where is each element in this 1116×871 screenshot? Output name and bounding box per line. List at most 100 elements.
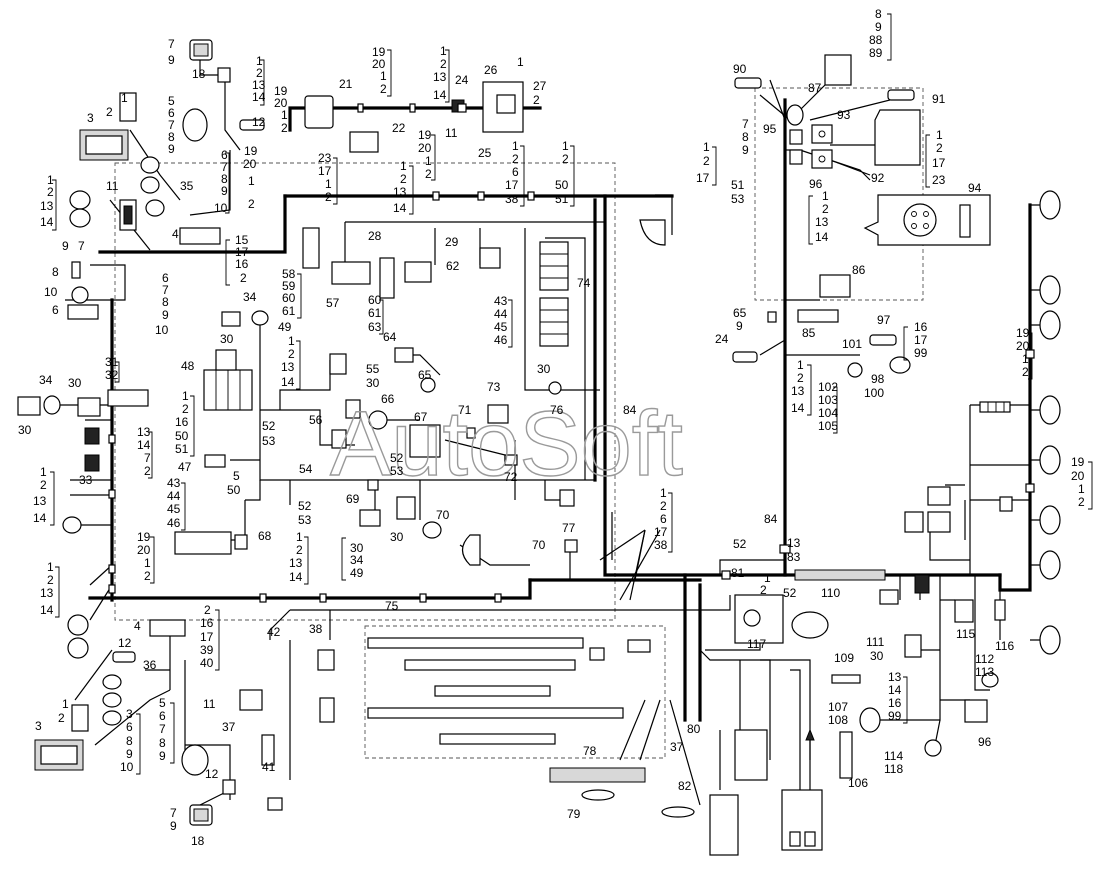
component-label: 111 [866, 635, 885, 649]
component-label: 2 [440, 57, 447, 71]
component-label: 7 [221, 160, 228, 174]
component-label: 2 [760, 583, 767, 597]
component-label: 31 [105, 355, 119, 369]
connector-30-34 [221, 311, 241, 327]
component-label: 14 [888, 683, 902, 697]
component-labels: 7918123567891213141267891035192012121314… [18, 7, 1085, 848]
component-label: 76 [550, 403, 564, 417]
component-label: 29 [445, 235, 459, 249]
component-label: 105 [818, 419, 838, 433]
component-label: 44 [167, 489, 181, 503]
component-label: 8 [52, 265, 59, 279]
component-label: 1 [182, 389, 189, 403]
component-label: 19 [1071, 455, 1085, 469]
component-label: 19 [372, 45, 386, 59]
component-label: 1 [512, 139, 519, 153]
component-label: 1 [325, 177, 332, 191]
component-label: 7 [78, 239, 85, 253]
component-label: 5 [159, 696, 166, 710]
switch-56a [345, 399, 361, 419]
component-label: 9 [221, 184, 228, 198]
component-label: 2 [144, 464, 151, 478]
component-label: 7 [144, 451, 151, 465]
component-label: 17 [654, 525, 668, 539]
component-label: 49 [278, 320, 292, 334]
component-label: 4 [134, 619, 141, 633]
component-label: 112 [975, 652, 994, 666]
component-label: 83 [787, 550, 801, 564]
component-label: 60 [282, 291, 296, 305]
connector-left-mid [62, 516, 82, 534]
component-label: 14 [289, 570, 303, 584]
component-label: 49 [350, 566, 364, 580]
component-label: 4 [172, 227, 179, 241]
connector-65-right [767, 311, 777, 323]
component-label: 30 [870, 649, 884, 663]
component-label: 88 [869, 33, 883, 47]
component-label: 1 [62, 697, 69, 711]
component-label: 106 [848, 776, 868, 790]
component-label: 99 [914, 346, 928, 360]
component-label: 96 [978, 735, 992, 749]
switch-30-left [77, 397, 101, 417]
component-label: 52 [298, 499, 312, 513]
sensor-101 [847, 362, 863, 378]
sensor-76 [548, 381, 562, 395]
component-label: 35 [180, 179, 194, 193]
component-label: 2 [204, 603, 211, 617]
component-label: 8 [168, 130, 175, 144]
component-label: 20 [274, 96, 288, 110]
component-label: 62 [446, 259, 460, 273]
component-label: 52 [390, 451, 404, 465]
sensor-31-32 [107, 389, 149, 407]
component-label: 9 [742, 143, 749, 157]
fuse-82 [661, 806, 695, 818]
central-panel [367, 637, 695, 818]
component-label: 6 [162, 271, 169, 285]
component-label: 14 [791, 401, 805, 415]
component-label: 107 [828, 700, 848, 714]
component-label: 1 [121, 91, 128, 105]
component-label: 1 [425, 154, 432, 168]
component-label: 7 [742, 117, 749, 131]
component-label: 2 [281, 121, 288, 135]
component-label: 13 [815, 215, 829, 229]
component-label: 63 [368, 320, 382, 334]
component-label: 34 [243, 290, 257, 304]
component-label: 100 [864, 386, 884, 400]
component-label: 1 [517, 55, 524, 69]
component-label: 13 [40, 199, 54, 213]
component-label: 2 [822, 202, 829, 216]
component-label: 2 [144, 569, 151, 583]
component-label: 116 [995, 639, 1014, 653]
component-label: 6 [221, 148, 228, 162]
component-label: 19 [137, 530, 151, 544]
component-label: 86 [852, 263, 866, 277]
switch-right-top [879, 589, 899, 605]
relay-box-bottom [734, 729, 768, 781]
component-label: 1 [256, 54, 263, 68]
component-label: 11 [203, 697, 216, 711]
component-label: 16 [888, 696, 902, 710]
junction-ticks [108, 103, 1035, 603]
component-label: 1 [1078, 482, 1085, 496]
component-label: 17 [235, 245, 249, 259]
component-label: 46 [494, 333, 508, 347]
switch-19-20 [304, 95, 334, 129]
switch-90 [734, 77, 762, 89]
component-label: 18 [191, 834, 205, 848]
component-label: 91 [932, 92, 946, 106]
connector-35a [140, 156, 160, 174]
component-label: 14 [252, 90, 266, 104]
component-label: 17 [505, 178, 519, 192]
component-label: 17 [914, 333, 928, 347]
component-label: 1 [703, 140, 710, 154]
component-label: 75 [385, 599, 399, 613]
component-label: 19 [274, 84, 288, 98]
component-label: 7 [162, 283, 169, 297]
component-label: 61 [368, 306, 382, 320]
watermark: AutoSoft [330, 393, 683, 495]
component-label: 8 [159, 736, 166, 750]
component-label: 36 [143, 658, 157, 672]
component-label: 1 [40, 465, 47, 479]
